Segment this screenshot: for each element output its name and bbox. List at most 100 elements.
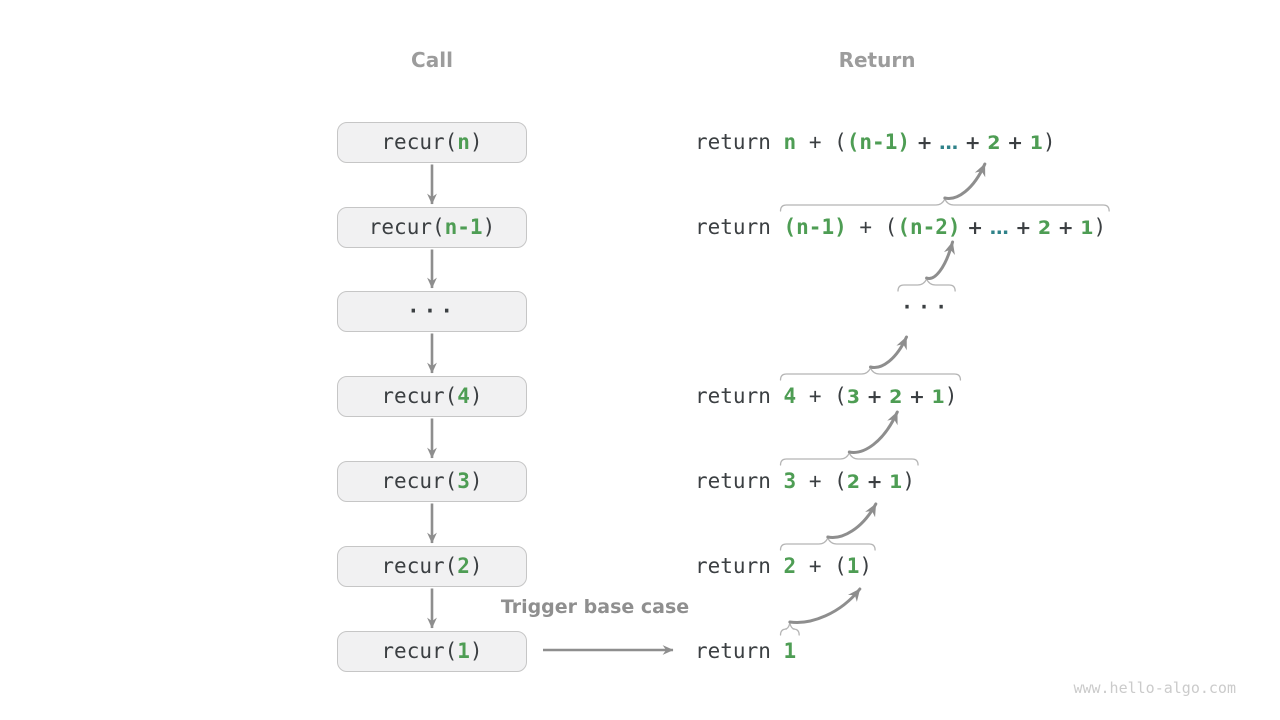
return-expression: 2 + (1) — [784, 554, 873, 578]
return-expression: 4 + (3 + 2 + 1) — [784, 384, 958, 408]
value-text: 3 — [457, 469, 470, 493]
value-text: 2 — [889, 386, 903, 408]
value-text: 2 — [783, 554, 797, 578]
value-text: 1 — [783, 639, 797, 663]
code-text: ) — [902, 469, 916, 493]
call-box: recur(1) — [337, 630, 527, 672]
code-text: + — [909, 132, 940, 154]
overbrace — [779, 367, 962, 381]
return-expression: ··· — [901, 295, 952, 319]
overbrace — [779, 452, 919, 466]
call-box: recur(3) — [337, 460, 527, 502]
code-text: ( — [834, 384, 847, 408]
value-text: 1 — [846, 554, 860, 578]
call-column-heading: Call — [411, 48, 453, 72]
call-box: ··· — [337, 290, 527, 332]
return-value-arrow — [826, 502, 878, 539]
code-text: return — [695, 384, 784, 408]
value-text: 2 — [457, 554, 470, 578]
return-value-arrow — [847, 410, 899, 454]
return-expression: 1 — [784, 639, 797, 663]
code-text: + — [796, 130, 835, 154]
value-text: n — [457, 130, 470, 154]
code-text: + — [958, 132, 988, 154]
return-line: return 3 + (2 + 1) — [695, 467, 915, 495]
value-text: 4 — [783, 384, 797, 408]
code-text: recur( — [381, 384, 458, 408]
code-text: return — [695, 130, 784, 154]
ellipsis-text: ··· — [407, 299, 457, 323]
return-expression: 3 + (2 + 1) — [784, 469, 916, 493]
overbrace — [897, 278, 956, 292]
code-text: + — [796, 554, 835, 578]
value-text: 2 — [987, 132, 1001, 154]
return-line: return 2 + (1) — [695, 552, 872, 580]
call-box: recur(4) — [337, 375, 527, 417]
code-text: ( — [884, 215, 898, 239]
code-text: ) — [469, 554, 483, 578]
code-text: + — [960, 217, 990, 239]
code-text: return — [695, 639, 784, 663]
call-box: recur(n) — [337, 121, 527, 163]
value-text: (n-1) — [783, 215, 847, 239]
trigger-base-case-label: Trigger base case — [500, 596, 690, 618]
code-text: recur( — [381, 130, 458, 154]
code-text: ) — [469, 130, 483, 154]
value-text: 1 — [931, 386, 945, 408]
value-text: (n-2) — [897, 215, 961, 239]
value-text: 1 — [1029, 132, 1043, 154]
code-text: return — [695, 215, 784, 239]
code-text: ) — [1093, 215, 1107, 239]
return-line: return 4 + (3 + 2 + 1) — [695, 382, 957, 410]
value-text: n-1 — [444, 215, 483, 239]
return-line: return n + ((n-1) + … + 2 + 1) — [695, 128, 1056, 156]
code-text: + — [902, 386, 932, 408]
value-text: n — [783, 130, 797, 154]
ellipsis-text: ··· — [901, 295, 953, 319]
return-expression: n + ((n-1) + … + 2 + 1) — [784, 130, 1056, 154]
value-text: 2 — [1037, 217, 1052, 239]
overbrace — [779, 537, 876, 551]
return-value-arrow — [943, 162, 987, 200]
value-text: 4 — [457, 384, 470, 408]
value-text: 1 — [457, 639, 470, 663]
code-text: ) — [469, 639, 483, 663]
code-text: ) — [482, 215, 496, 239]
code-text: + — [796, 384, 835, 408]
code-text: recur( — [381, 469, 458, 493]
code-text: ) — [944, 384, 958, 408]
code-text: recur( — [381, 554, 458, 578]
code-text: + — [1051, 217, 1081, 239]
call-box: recur(n-1) — [337, 206, 527, 248]
code-text: ( — [834, 130, 847, 154]
value-text: 3 — [783, 469, 797, 493]
return-value-arrow — [868, 335, 908, 369]
return-column-heading: Return — [838, 48, 916, 72]
watermark: www.hello-algo.com — [1073, 679, 1236, 697]
return-expression: (n-1) + ((n-2) + … + 2 + 1) — [784, 215, 1107, 239]
code-text: ) — [469, 384, 483, 408]
code-text: + — [796, 469, 835, 493]
return-line: return 1 — [695, 637, 796, 665]
code-text: ) — [1042, 130, 1056, 154]
return-line: ··· — [901, 293, 952, 321]
value-text: (n-1) — [846, 130, 910, 154]
code-text: recur( — [368, 215, 445, 239]
return-value-arrow — [788, 587, 862, 624]
code-text: return — [695, 554, 784, 578]
value-text: 3 — [846, 386, 860, 408]
code-text: + — [846, 215, 885, 239]
overbrace — [779, 198, 1110, 212]
code-text: ) — [859, 554, 873, 578]
code-text: + — [1000, 132, 1030, 154]
call-box: recur(2) — [337, 545, 527, 587]
value-text: 1 — [889, 471, 903, 493]
return-line: return (n-1) + ((n-2) + … + 2 + 1) — [695, 213, 1106, 241]
code-text: + — [860, 386, 890, 408]
value-text: 1 — [1080, 217, 1094, 239]
ellipsis-text: … — [989, 217, 1009, 239]
code-text: ) — [469, 469, 483, 493]
code-text: ( — [834, 554, 847, 578]
code-text: recur( — [381, 639, 458, 663]
